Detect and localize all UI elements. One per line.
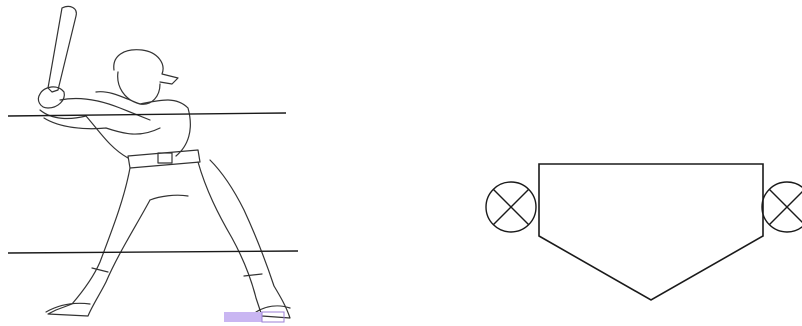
strike-zone-top-line (8, 113, 286, 116)
left-ball-marker-icon (486, 182, 536, 232)
home-plate-icon (539, 164, 763, 300)
baseball-batter-icon (38, 6, 290, 318)
strike-zone-bottom-line (8, 251, 298, 253)
right-ball-marker-icon (762, 182, 802, 232)
watermark-badge (224, 312, 262, 322)
